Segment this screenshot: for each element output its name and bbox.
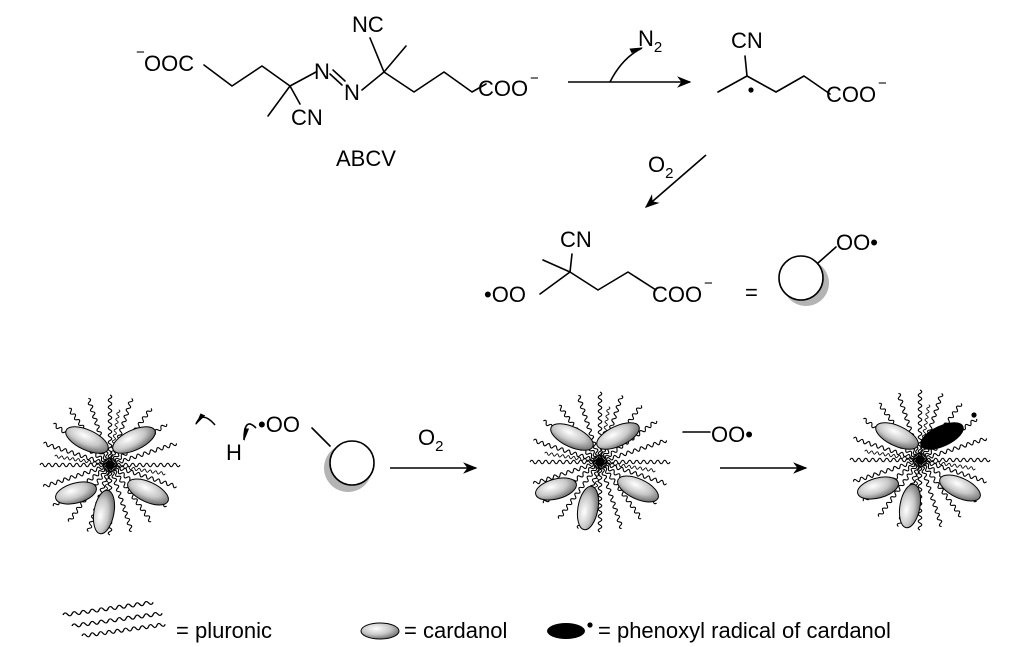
charge-minus: − <box>878 75 887 92</box>
legend-cardanol-symbol <box>360 622 400 640</box>
micelle-1: H •OO <box>40 395 375 535</box>
ring <box>329 440 375 486</box>
bond-peroxyl <box>539 271 571 295</box>
bond-nitrile <box>744 55 748 77</box>
legend-pluronic: = pluronic <box>176 618 272 643</box>
legend-phenoxyl: = phenoxyl radical of cardanol <box>598 618 891 643</box>
bond-chain <box>542 259 657 291</box>
cardanol <box>939 474 981 502</box>
ring <box>778 255 824 301</box>
cardanol <box>55 481 97 505</box>
cardanol <box>617 475 659 503</box>
n2-label: N2 <box>638 26 662 56</box>
radical-dot <box>971 412 977 418</box>
charge-minus: − <box>704 275 713 292</box>
equals-sign: = <box>745 280 758 305</box>
nitrile-top: NC <box>352 12 384 37</box>
bond-nitrile-top <box>369 37 385 73</box>
bond-nitrile <box>569 253 573 273</box>
reaction-arrow <box>644 154 707 208</box>
o2-label: O2 <box>648 152 673 182</box>
micelle-3 <box>850 390 990 530</box>
o2-label: O2 <box>418 425 443 455</box>
peroxyl-symbol: OO• <box>778 230 878 306</box>
carboxylate-left: OOC <box>144 51 194 76</box>
nitrile: CN <box>731 28 763 53</box>
peroxyl-radical: CN •OO COO − = <box>484 227 758 307</box>
bond-nitrile-left <box>289 85 301 105</box>
half-arrow <box>195 413 216 426</box>
peroxyl-group: •OO <box>484 282 526 307</box>
bond-methyl-left <box>267 85 291 117</box>
peroxyl-attack: •OO <box>258 412 300 437</box>
peroxyl-label: OO• <box>836 230 878 255</box>
micelle-2: OO• <box>530 392 753 532</box>
legend: = pluronic = cardanol = phenoxyl radical… <box>62 599 891 643</box>
charge-minus: − <box>136 44 145 61</box>
oxygen-addition-step: O2 <box>644 152 707 208</box>
legend-phenoxyl-symbol <box>547 623 585 639</box>
charge-minus: − <box>530 70 539 87</box>
initiator-label: ABCV <box>336 146 396 171</box>
cardanol <box>576 485 600 531</box>
bond-azo-right <box>361 71 385 91</box>
cardanol <box>112 426 156 454</box>
bond-chain-right <box>383 45 487 93</box>
radical-dot <box>587 622 593 628</box>
cardanol <box>898 483 922 529</box>
cardanol <box>65 426 109 454</box>
carboxylate-right: COO <box>478 76 528 101</box>
nitrile-left: CN <box>291 105 323 130</box>
half-arrow <box>609 47 644 83</box>
cardanol <box>596 422 640 450</box>
bond-chain-left <box>203 64 317 87</box>
nitrile: CN <box>560 227 592 252</box>
cardanol <box>875 422 919 450</box>
peroxyl-label: OO• <box>711 422 753 447</box>
carboxylate: COO <box>652 282 702 307</box>
half-arrow <box>243 423 257 442</box>
cardanol <box>550 423 594 451</box>
cardanol <box>127 478 169 506</box>
bond <box>311 427 331 447</box>
bond-chain <box>717 75 831 95</box>
bond <box>817 246 837 264</box>
cardanol <box>857 476 899 500</box>
radical-dot <box>748 87 754 93</box>
abcv-molecule: − OOC CN N N NC COO − ABCV <box>136 12 539 171</box>
phenoxyl-radical <box>920 422 964 450</box>
legend-pluronic-symbol <box>62 599 167 639</box>
carboxylate: COO <box>826 82 876 107</box>
azo-n1: N <box>314 59 330 84</box>
azo-double-bond <box>329 69 346 86</box>
decomposition-step: N2 <box>568 26 692 88</box>
cardanol <box>92 489 116 535</box>
azo-n2: N <box>344 80 360 105</box>
cardanol <box>535 477 577 501</box>
hydrogen-atom: H <box>226 440 242 465</box>
carbon-radical: CN COO − <box>717 28 887 107</box>
legend-cardanol: = cardanol <box>404 618 507 643</box>
